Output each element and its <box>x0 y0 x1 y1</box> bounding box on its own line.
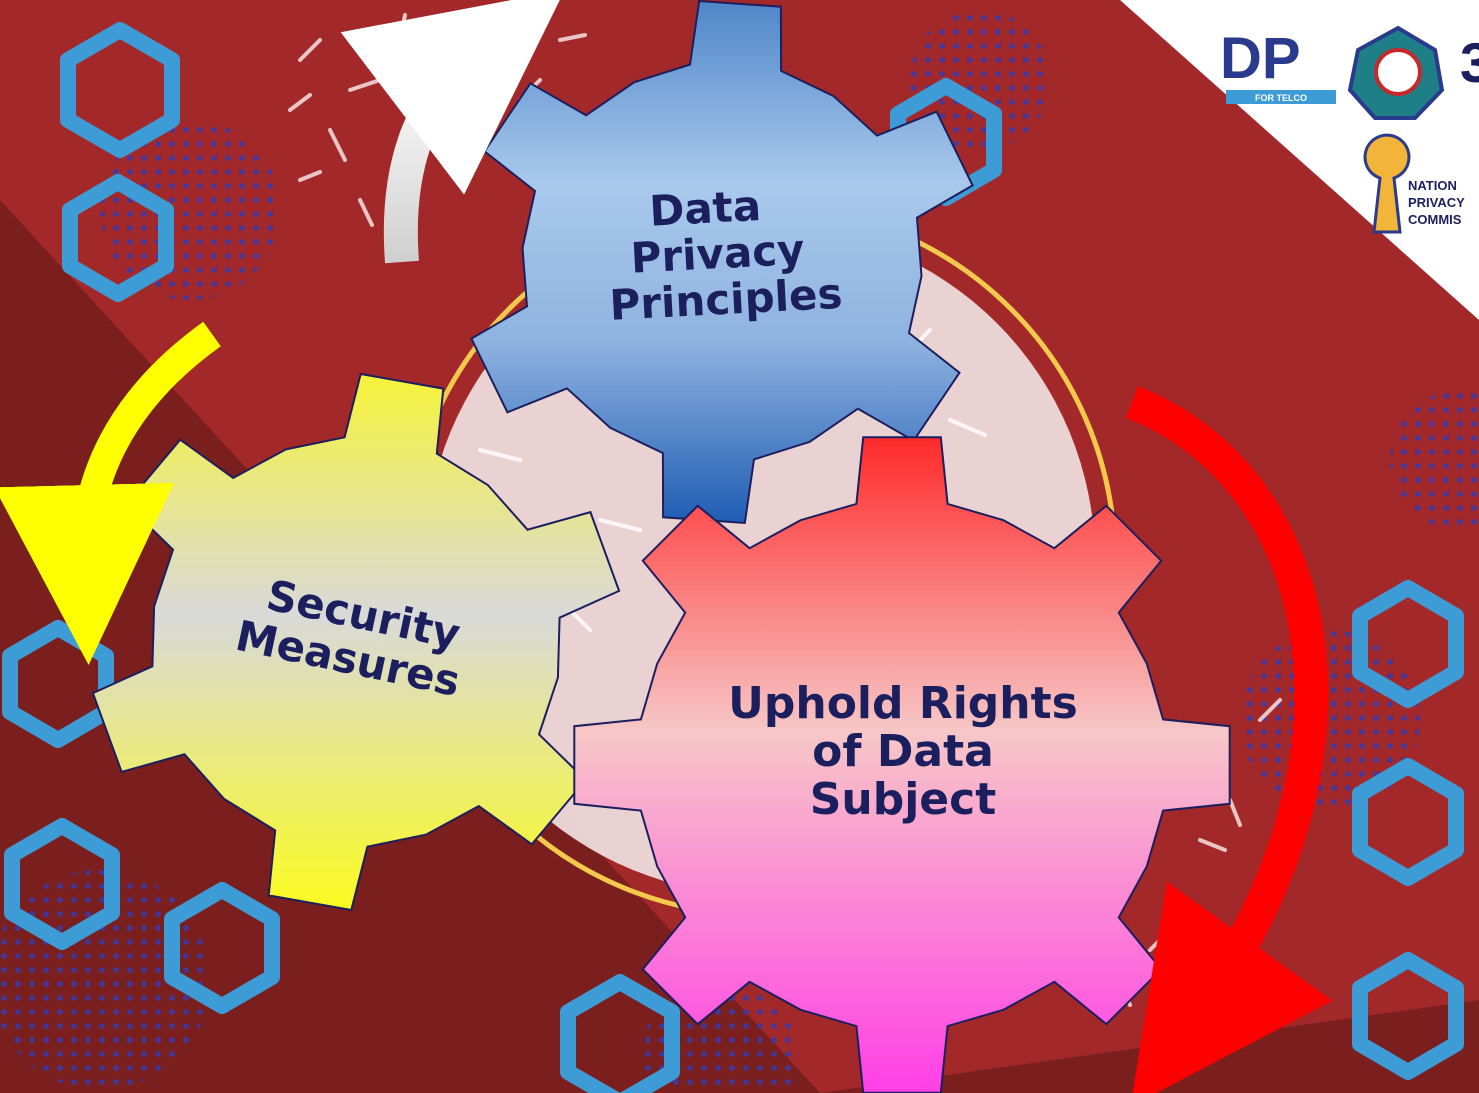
svg-text:Uphold Rights: Uphold Rights <box>728 678 1078 729</box>
svg-text:of Data: of Data <box>812 726 994 777</box>
svg-text:COMMIS: COMMIS <box>1408 212 1462 227</box>
npc-logo: NATION PRIVACY COMMIS <box>1363 133 1465 234</box>
rights-label: Uphold Rights of Data Subject <box>728 678 1078 825</box>
svg-text:Principles: Principles <box>608 269 843 330</box>
cycle-arrow-yellow <box>0 321 221 665</box>
svg-text:NATION: NATION <box>1408 178 1457 193</box>
svg-text:Data: Data <box>648 181 762 236</box>
principles-gear <box>470 0 974 525</box>
principles-label: Data Privacy Principles <box>608 181 843 330</box>
svg-text:3: 3 <box>1460 31 1479 94</box>
svg-text:Subject: Subject <box>810 774 997 825</box>
dotted-texture <box>0 10 1479 1093</box>
cycle-arrow-white <box>340 0 565 264</box>
dpo-logo: DP FOR TELCO 3 <box>1220 25 1479 120</box>
svg-text:FOR TELCO: FOR TELCO <box>1255 93 1307 103</box>
rights-gear <box>573 436 1231 1093</box>
cycle-arrow-red <box>1125 386 1333 1093</box>
svg-text:DP: DP <box>1220 26 1301 91</box>
svg-text:PRIVACY: PRIVACY <box>1408 195 1465 210</box>
svg-text:Privacy: Privacy <box>629 225 805 283</box>
